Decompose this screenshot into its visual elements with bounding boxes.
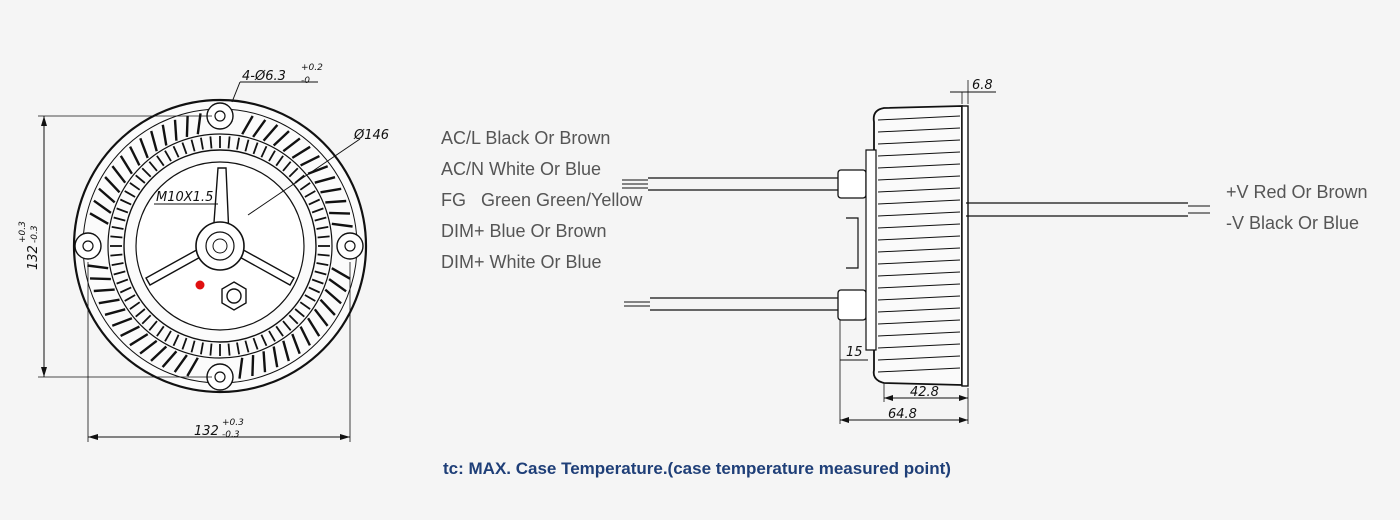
front-view [38, 81, 368, 442]
output-wire-label-negative: -V Black Or Blue [1226, 213, 1360, 233]
hole-spec-tol-upper: +0.2 [301, 63, 323, 73]
input-wire-top [622, 177, 840, 191]
dim-body: 42.8 [910, 385, 939, 400]
width-tol-lower: -0.3 [222, 430, 240, 440]
thread-label: M10X1.5 [156, 190, 213, 205]
housing-outline [872, 105, 963, 386]
output-wire-label-positive: +V Red Or Brown [1226, 182, 1368, 202]
input-wire-label-dim-white: DIM+ White Or Blue [441, 252, 602, 272]
dim-total: 64.8 [888, 407, 917, 422]
outer-fins [87, 113, 353, 379]
mounting-lug-right [336, 232, 364, 260]
height-tol-upper: +0.3 [18, 221, 28, 243]
dim-gland: 15 [846, 345, 863, 360]
side-fins [877, 115, 961, 373]
width-main: 132 [194, 424, 219, 439]
tc-point-marker [195, 280, 205, 290]
gland-bottom [837, 289, 867, 321]
input-wire-label-dim-blue: DIM+ Blue Or Brown [441, 221, 607, 241]
inner-fins [110, 136, 330, 356]
gland-top [837, 169, 867, 199]
mounting-lug-top [206, 102, 234, 130]
mounting-lug-bottom [206, 363, 234, 391]
height-main: 132 [26, 245, 41, 270]
input-wire-bottom [624, 297, 840, 311]
height-tol-lower: -0.3 [30, 225, 40, 243]
input-wire-label-acl: AC/L Black Or Brown [441, 128, 611, 148]
side-view [622, 80, 1210, 424]
mounting-lug-left [74, 232, 102, 260]
input-wire-label-acn: AC/N White Or Blue [441, 159, 602, 179]
flange [961, 105, 969, 387]
width-tol-upper: +0.3 [222, 418, 244, 428]
output-wire [966, 202, 1210, 217]
input-wire-label-fg: FG Green Green/Yellow [441, 190, 643, 210]
diameter-label: Ø146 [353, 128, 389, 143]
dim-flange: 6.8 [972, 78, 993, 93]
hole-spec-tol-lower: -0 [301, 76, 310, 86]
center-boss [195, 221, 245, 271]
hole-spec-label: 4-Ø6.3 [242, 69, 286, 84]
cable-gland [221, 281, 247, 311]
tc-caption: tc: MAX. Case Temperature.(case temperat… [443, 459, 951, 478]
height-dimension-label: 132 +0.3 -0.3 [18, 221, 41, 270]
spokes [145, 167, 295, 286]
